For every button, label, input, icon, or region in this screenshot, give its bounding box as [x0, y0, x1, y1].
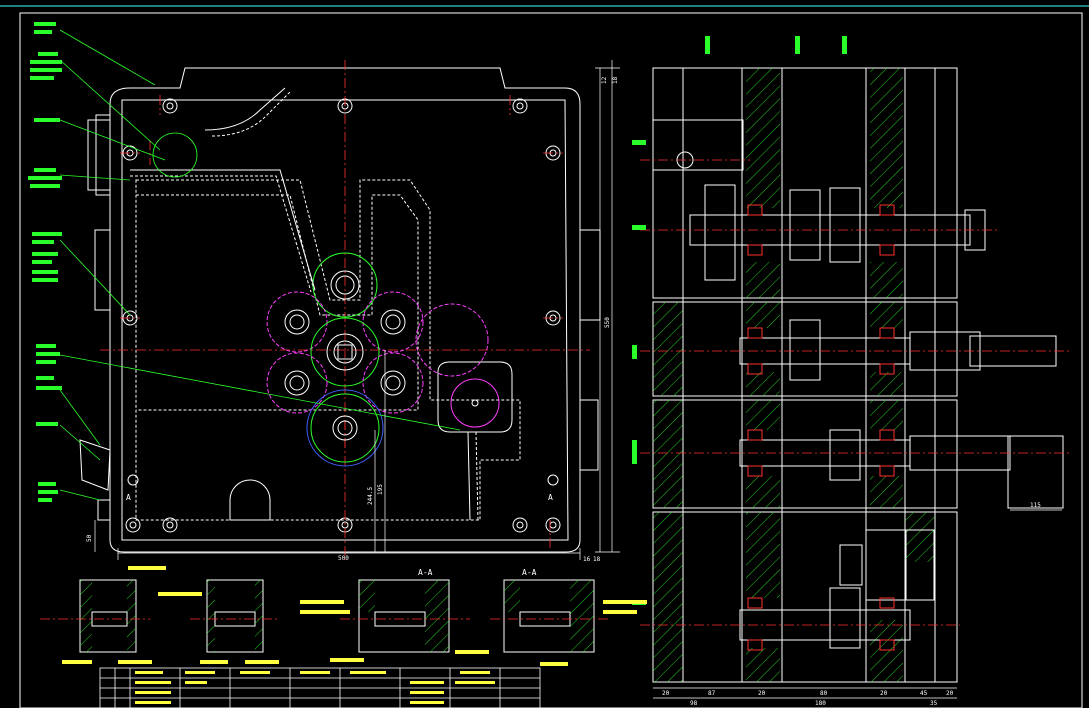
oil-pipes	[130, 87, 316, 293]
dim-seg-4: 20	[880, 690, 888, 697]
dim-total-0: 98	[690, 700, 698, 707]
section-title-aa-1: A-A	[418, 568, 433, 577]
dim-width-bottom: 500	[338, 555, 349, 562]
dim-bottom-r1: 16	[583, 556, 591, 563]
section-mark-a-right: A	[548, 493, 553, 502]
dim-seg-5: 45	[920, 690, 928, 697]
dim-seg-0: 20	[662, 690, 670, 697]
dim-seg-1: 87	[708, 690, 716, 697]
dim-seg-2: 20	[758, 690, 766, 697]
side-dimensions	[653, 509, 1062, 699]
bolt-holes	[122, 98, 561, 533]
bearing-marks	[747, 204, 895, 651]
dim-total-2: 35	[930, 700, 938, 707]
dim-center-v1: 244.5	[367, 487, 374, 505]
section-title-aa-2: A-A	[522, 568, 537, 577]
dim-seg-3: 80	[820, 690, 828, 697]
dim-height-total: 550	[604, 317, 611, 328]
title-block-marks	[135, 671, 495, 704]
dim-bottom-r2: 18	[593, 556, 601, 563]
dim-total-1: 180	[815, 700, 826, 707]
dim-top-right-1: 12	[601, 76, 608, 84]
side-section-centers	[640, 159, 1070, 626]
section-hatching	[653, 68, 935, 682]
title-block-table	[99, 667, 541, 708]
bottom-hatch	[80, 580, 594, 652]
bottom-detail-marks	[62, 566, 647, 666]
dim-shaft: 115	[1030, 502, 1041, 509]
dim-center-v2: 195	[377, 484, 384, 495]
housing-front-view	[79, 67, 601, 553]
drawing-frame	[19, 12, 1083, 708]
gear-group	[266, 252, 500, 467]
annotation-text-marks	[28, 22, 62, 502]
leader-lines	[59, 29, 461, 501]
center-lines	[100, 60, 590, 560]
dim-seg-6: 20	[946, 690, 954, 697]
shafts	[652, 119, 1064, 649]
section-mark-a-left: A	[126, 493, 131, 502]
dimension-lines-main	[94, 60, 620, 560]
dim-top-right-2: 18	[612, 76, 619, 84]
dim-left-small: 50	[86, 534, 93, 542]
